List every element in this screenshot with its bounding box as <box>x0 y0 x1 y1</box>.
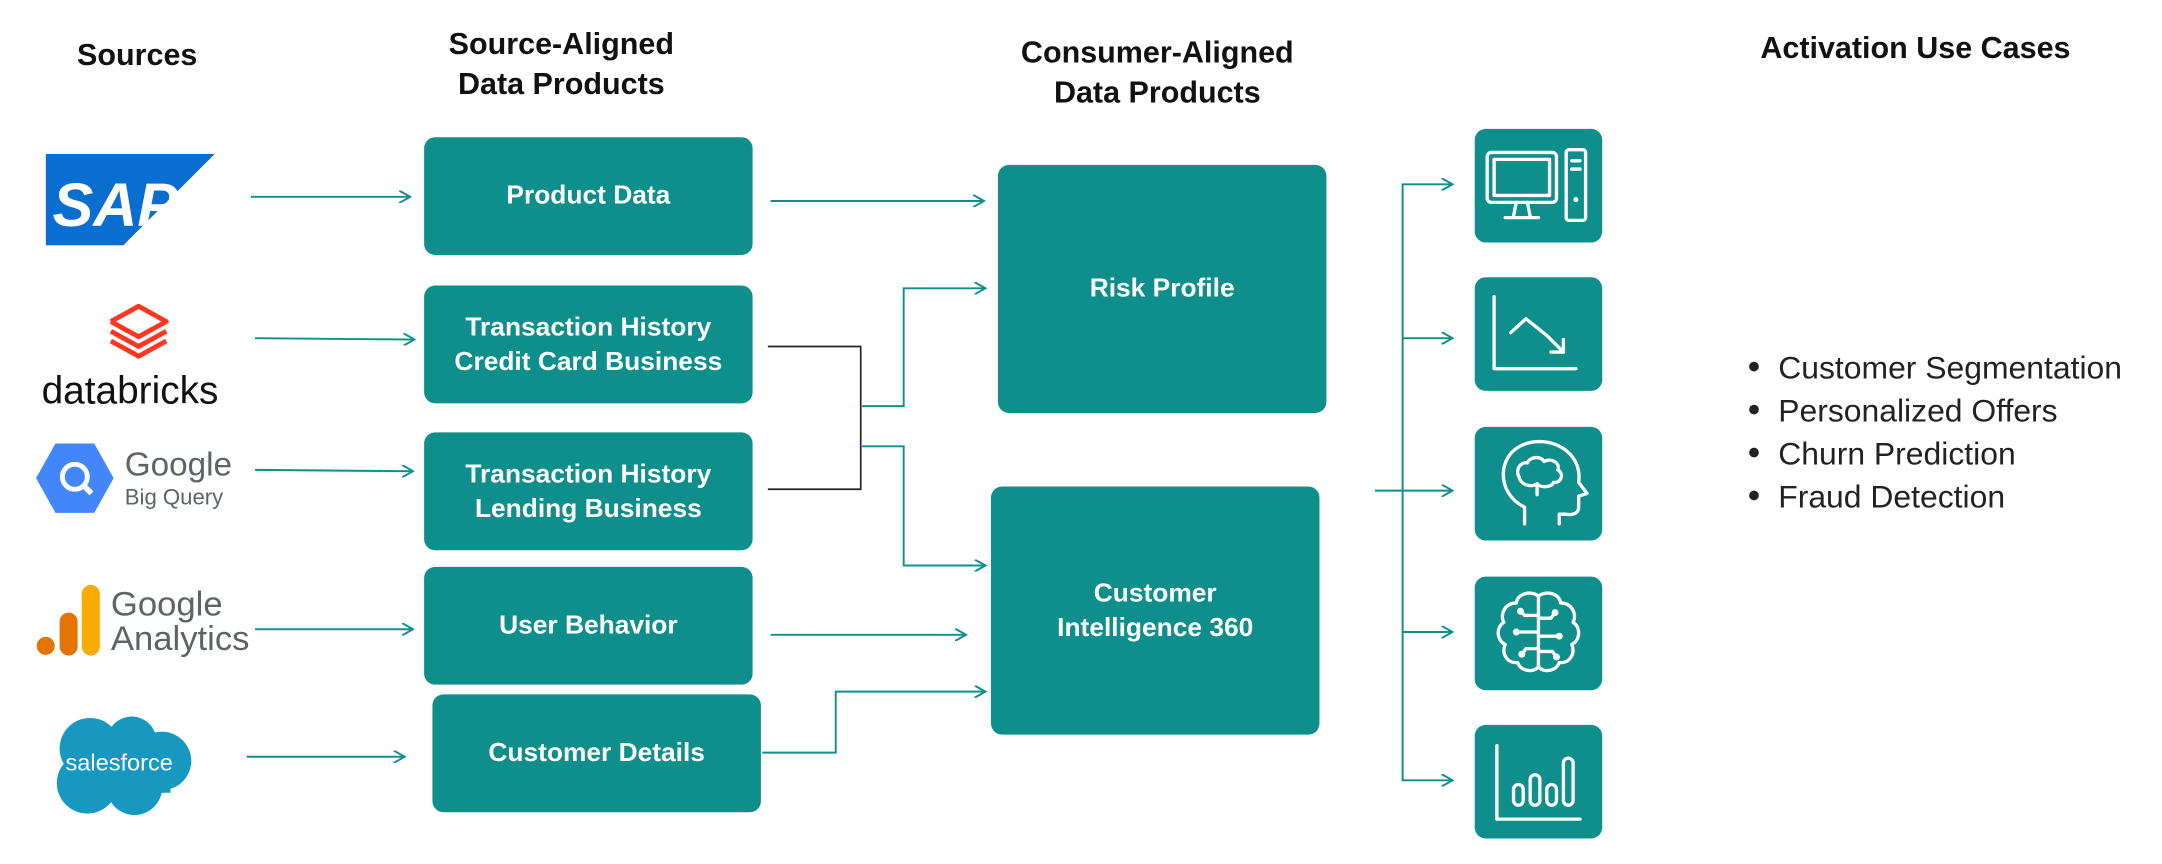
head-brain-icon <box>1501 439 1589 526</box>
bigquery-icon <box>36 443 114 513</box>
transaction-history-credit-card-box[interactable]: Transaction History Credit Card Business <box>424 285 753 404</box>
activation-head-brain-box[interactable] <box>1474 426 1603 541</box>
customer-intelligence-360-box[interactable]: Customer Intelligence 360 <box>990 486 1320 735</box>
customer-details-box[interactable]: Customer Details <box>432 694 761 813</box>
header-source-aligned: Source-Aligned Data Products <box>448 26 674 102</box>
activation-bar-chart-box[interactable] <box>1474 724 1603 839</box>
svg-text:SAP: SAP <box>53 171 179 239</box>
header-consumer-aligned: Consumer-Aligned Data Products <box>1020 34 1294 110</box>
transaction-history-lending-box[interactable]: Transaction History Lending Business <box>424 432 753 551</box>
computer-icon <box>1485 148 1588 223</box>
arrow-merge-to-risk-profile <box>862 288 985 408</box>
google-bigquery-logo: Google Big Query <box>36 442 244 514</box>
arrow-merge-to-c360 <box>862 445 985 565</box>
activation-use-cases-list: Customer Segmentation Personalized Offer… <box>1749 347 2122 519</box>
databricks-logo: databricks <box>39 294 247 413</box>
list-item: Customer Segmentation <box>1749 347 2122 390</box>
brain-circuit-icon <box>1496 591 1581 673</box>
svg-text:Analytics: Analytics <box>111 620 250 658</box>
trend-down-chart-icon <box>1492 294 1578 371</box>
header-sources: Sources <box>77 37 198 73</box>
svg-text:Big Query: Big Query <box>125 485 224 510</box>
svg-text:Google: Google <box>111 585 223 623</box>
bar-chart-icon <box>1495 744 1582 821</box>
databricks-icon: databricks <box>42 303 219 412</box>
arrow-fanout-computer <box>1401 184 1453 491</box>
risk-profile-box[interactable]: Risk Profile <box>997 164 1327 414</box>
sap-logo: SAP <box>45 153 215 246</box>
list-item: Fraud Detection <box>1749 475 2122 518</box>
activation-computer-box[interactable] <box>1474 128 1603 243</box>
arrow-customer-details-to-c360 <box>762 692 985 754</box>
arrow-bigquery-to-txn-lending <box>255 470 413 471</box>
merge-line-txn-credit <box>767 345 862 491</box>
header-activation-use-cases: Activation Use Cases <box>1760 30 2071 66</box>
user-behavior-box[interactable]: User Behavior <box>424 566 753 685</box>
google-analytics-logo: Google Analytics <box>36 582 251 660</box>
analytics-icon <box>36 584 100 656</box>
svg-text:Google: Google <box>125 446 232 483</box>
list-item: Churn Prediction <box>1749 432 2122 475</box>
salesforce-logo: salesforce <box>46 714 193 818</box>
activation-brain-circuit-box[interactable] <box>1474 576 1603 691</box>
product-data-box[interactable]: Product Data <box>424 137 753 256</box>
list-item: Personalized Offers <box>1749 389 2122 432</box>
salesforce-cloud-icon <box>56 716 192 815</box>
arrow-databricks-to-txn-credit <box>255 338 414 339</box>
arrow-fanout-barchart <box>1401 490 1453 781</box>
svg-text:databricks: databricks <box>42 369 219 412</box>
svg-text:salesforce: salesforce <box>66 750 173 776</box>
activation-trend-box[interactable] <box>1474 277 1603 391</box>
